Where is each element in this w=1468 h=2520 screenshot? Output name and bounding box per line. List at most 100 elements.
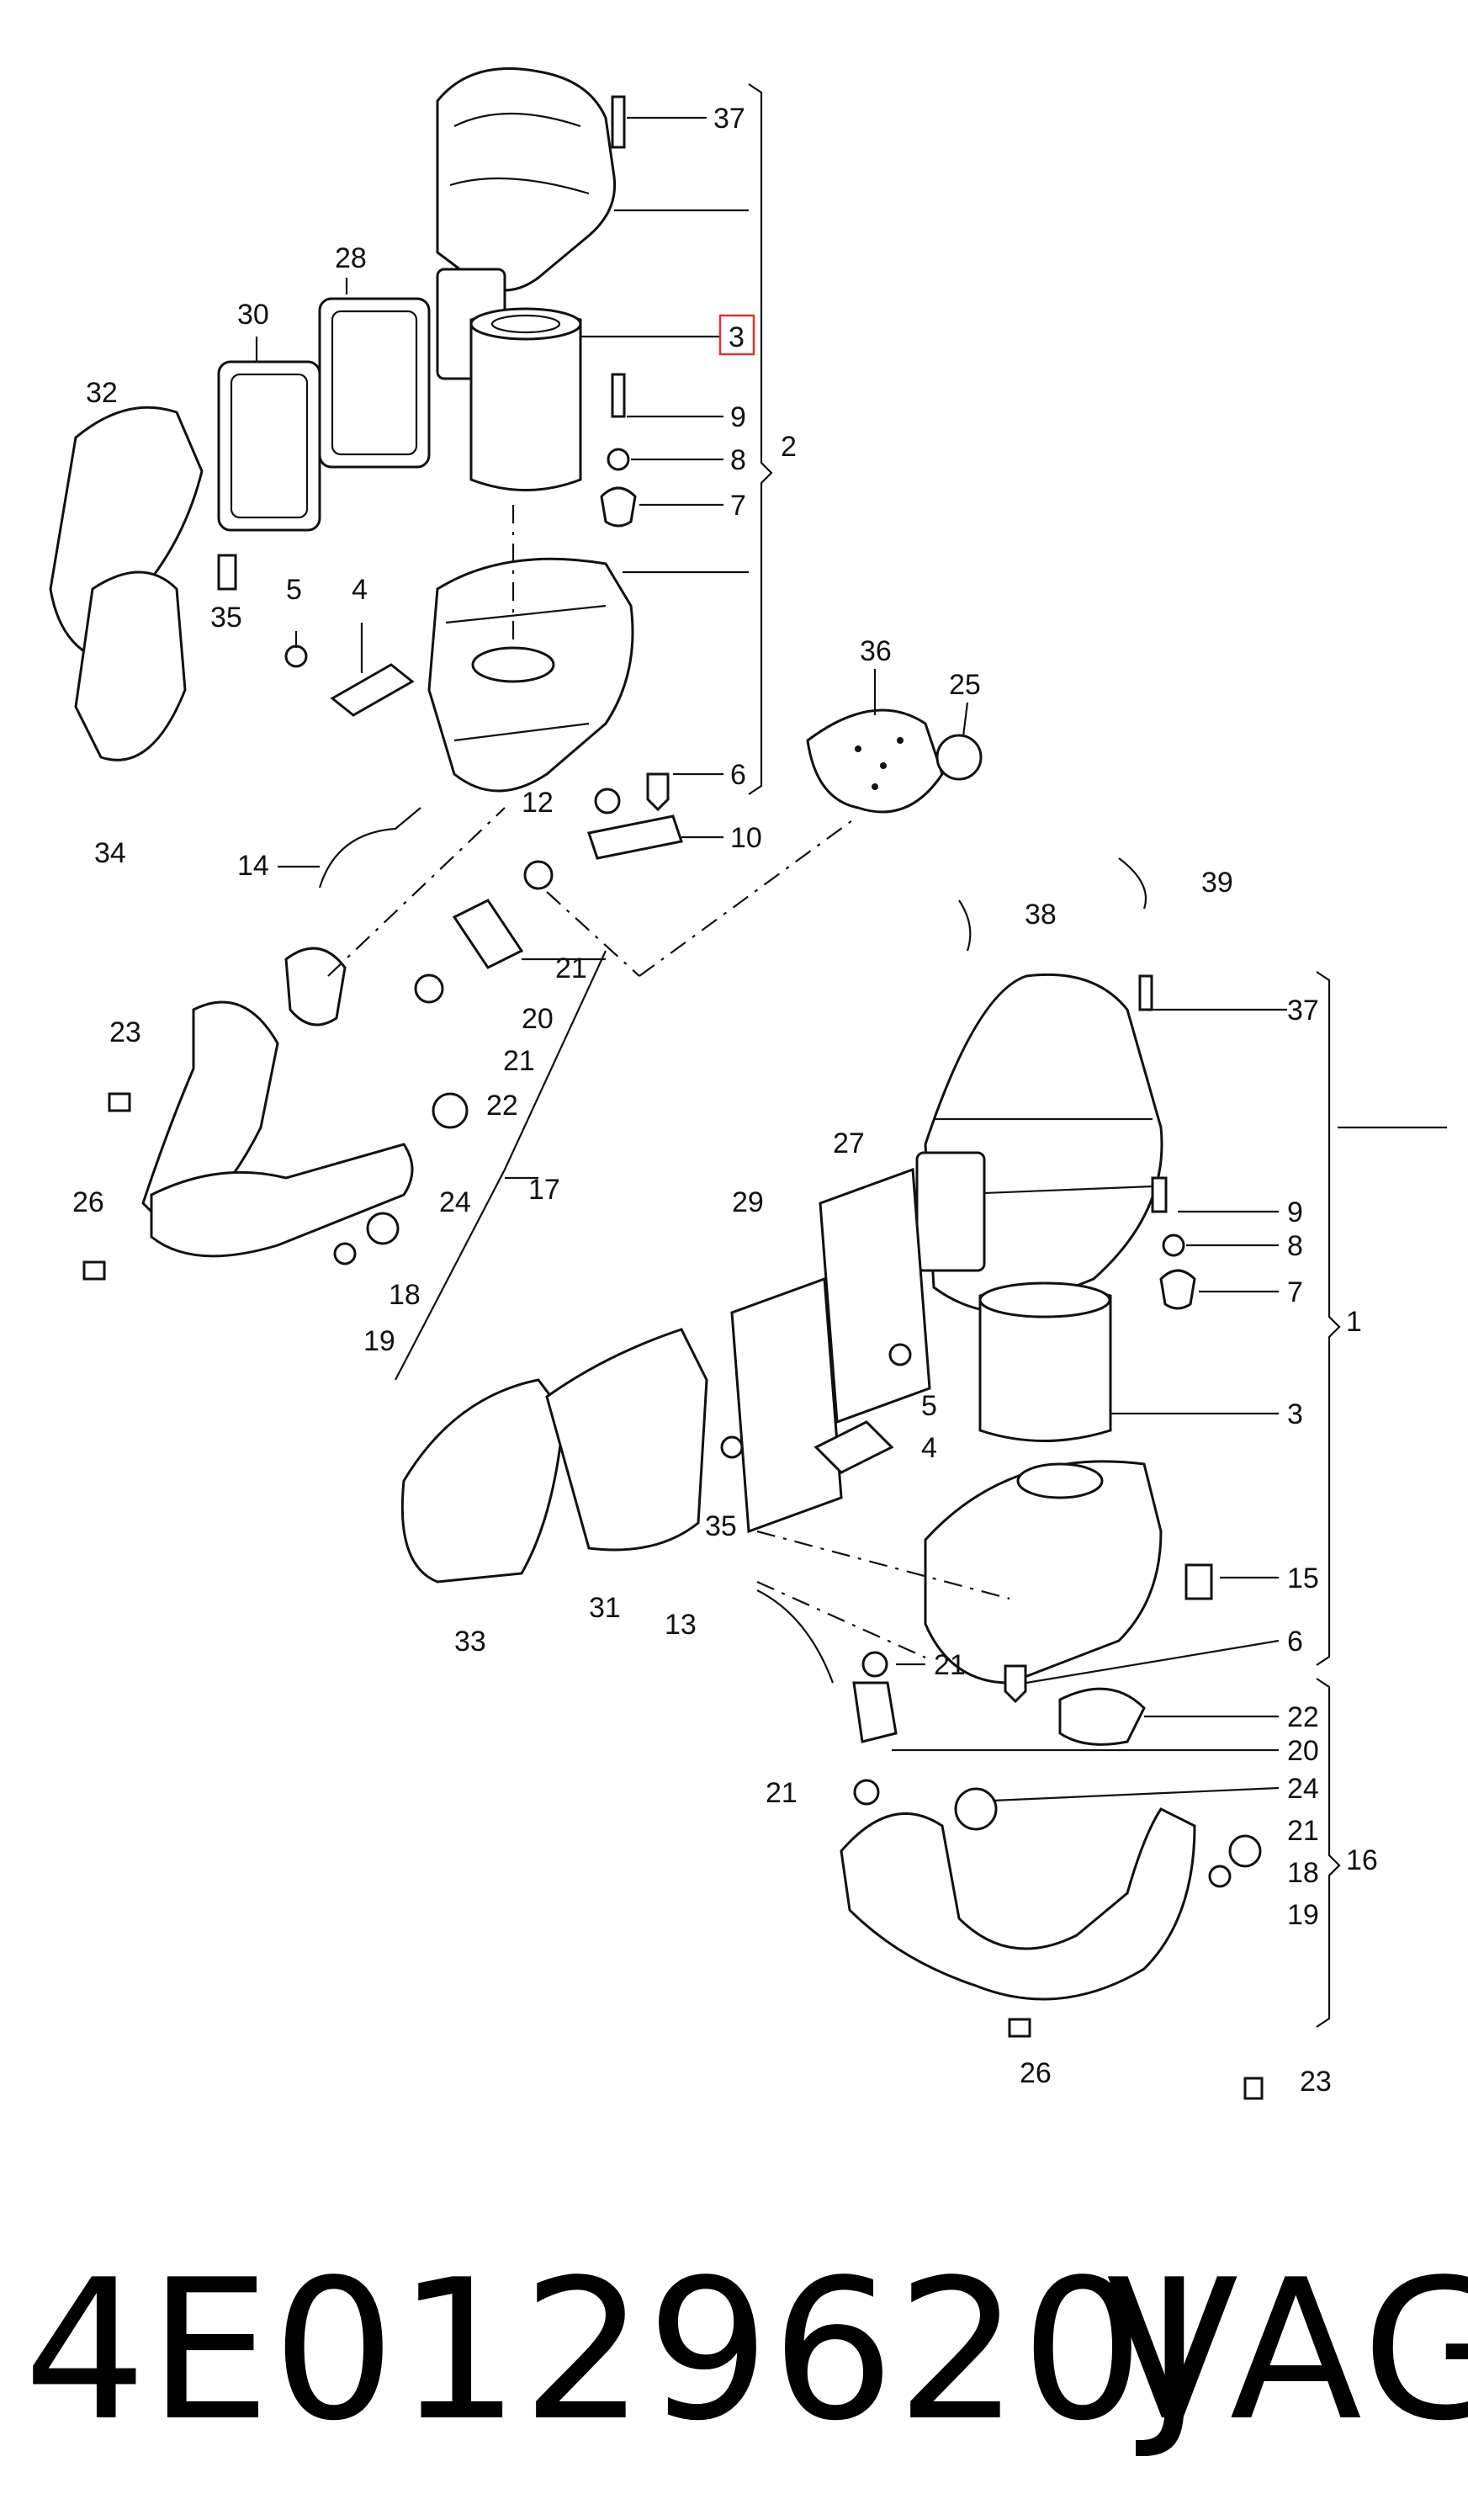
washer-19-upper	[333, 1242, 357, 1265]
callout-16: 16	[1346, 1844, 1378, 1876]
callout-39: 39	[1201, 867, 1233, 899]
intake-hose-lower	[150, 1143, 414, 1258]
clamp-21-lower-a	[861, 1651, 888, 1678]
callout-20b: 20	[1287, 1735, 1319, 1767]
hose-20-lower	[852, 1681, 898, 1743]
valve-6-lower	[1004, 1664, 1027, 1704]
callout-1: 1	[1346, 1306, 1362, 1338]
callout-21b: 21	[503, 1045, 535, 1077]
callout-23b: 23	[1300, 2066, 1332, 2098]
leader-lines	[255, 116, 1447, 1802]
screw-5-upper	[284, 645, 308, 668]
callout-9b: 9	[1287, 1196, 1303, 1228]
callout-26a: 26	[72, 1186, 104, 1218]
callout-6a: 6	[730, 759, 746, 791]
clamp-21-upper-b	[414, 974, 444, 1004]
cover-32	[49, 406, 204, 658]
callout-36: 36	[860, 635, 892, 667]
grommet-7-lower	[1159, 1269, 1196, 1310]
callout-8b: 8	[1287, 1230, 1303, 1262]
callout-23a: 23	[109, 1016, 141, 1048]
grommet-18-upper	[366, 1212, 400, 1245]
screw-5-lower	[888, 1343, 912, 1366]
screw-23-upper	[108, 1092, 131, 1112]
callout-22a: 22	[486, 1090, 518, 1122]
valve-6-upper	[646, 772, 670, 812]
nut-12	[594, 788, 621, 814]
callout-22b: 22	[1287, 1701, 1319, 1733]
callout-18a: 18	[389, 1279, 421, 1311]
clamp-21-lower-b	[853, 1779, 880, 1806]
grommet-18-lower	[1228, 1834, 1262, 1868]
group-brackets	[395, 83, 1341, 2028]
resonator-panel-27	[819, 1167, 931, 1424]
hose-39	[1118, 857, 1147, 910]
callout-21c: 21	[934, 1649, 966, 1681]
callout-2: 2	[781, 431, 797, 463]
callout-13: 13	[665, 1609, 697, 1641]
air-box-lower-lower	[924, 1460, 1163, 1684]
callout-35a: 35	[210, 602, 242, 634]
callout-9a: 9	[730, 401, 746, 433]
callout-15: 15	[1287, 1562, 1319, 1594]
callout-24b: 24	[1287, 1773, 1319, 1805]
callout-30: 30	[237, 299, 269, 331]
callout-3a: 3	[729, 321, 745, 353]
callout-4b: 4	[921, 1432, 937, 1464]
filter-mat-36	[806, 708, 944, 814]
intake-duct-16	[840, 1807, 1196, 2001]
callout-21d: 21	[766, 1777, 798, 1809]
callout-31: 31	[589, 1592, 621, 1624]
callout-7a: 7	[730, 490, 746, 522]
screw-26-lower	[1008, 2018, 1031, 2038]
upper-assembly	[49, 67, 983, 1281]
exploded-parts-diagram: 37 3 9 8 7 2 28 30 32 35 5 4 34 36 25 6 …	[49, 67, 1447, 2100]
clamp-24-upper	[432, 1092, 469, 1129]
washer-8-lower	[1162, 1233, 1185, 1257]
callout-37a: 37	[713, 103, 745, 135]
brand: VAG	[1106, 2239, 1468, 2464]
hose-20-upper	[452, 899, 524, 969]
callout-24a: 24	[439, 1186, 471, 1218]
lower-assembly	[400, 857, 1264, 2100]
resonator-panel-30	[217, 360, 321, 532]
callout-26b: 26	[1020, 2057, 1052, 2089]
footer: 4E0129620J VAG	[0, 2213, 1468, 2482]
washer-8-upper	[607, 448, 630, 471]
cover-34	[74, 570, 187, 761]
callout-20a: 20	[522, 1003, 554, 1035]
callout-35b: 35	[705, 1510, 737, 1542]
washer-19-lower	[1208, 1865, 1232, 1888]
hose-38	[958, 899, 972, 952]
callout-4a: 4	[352, 574, 368, 606]
hose-13	[756, 1589, 835, 1684]
cover-31	[545, 1328, 708, 1552]
callout-28: 28	[335, 242, 367, 274]
screw-35-lower	[720, 1435, 744, 1459]
callout-21e: 21	[1287, 1815, 1319, 1847]
callout-6b: 6	[1287, 1626, 1303, 1658]
callout-5b: 5	[921, 1390, 937, 1422]
resonator-panel-29	[730, 1276, 843, 1534]
clamp-21-upper-a	[523, 860, 554, 890]
callout-19b: 19	[1287, 1899, 1319, 1931]
callout-5a: 5	[286, 574, 302, 606]
screw-37-upper	[611, 95, 626, 149]
callout-3a-highlight-box	[718, 314, 755, 356]
cover-33	[400, 1378, 565, 1584]
callout-12: 12	[522, 787, 554, 819]
bracket-10	[587, 814, 683, 860]
bolt-9-upper	[611, 373, 626, 418]
flange-22-upper	[284, 947, 347, 1027]
callout-32: 32	[86, 377, 118, 409]
lid-flange-lower	[915, 1151, 986, 1272]
callout-10: 10	[730, 822, 762, 854]
callout-25: 25	[949, 669, 981, 701]
callout-21a: 21	[555, 952, 587, 984]
callout-33: 33	[454, 1626, 486, 1658]
flange-22-lower	[1058, 1687, 1146, 1746]
screw-35-upper	[217, 554, 237, 591]
sensor-4-upper	[330, 663, 415, 717]
hose-14	[318, 807, 421, 889]
callout-38: 38	[1025, 899, 1057, 931]
